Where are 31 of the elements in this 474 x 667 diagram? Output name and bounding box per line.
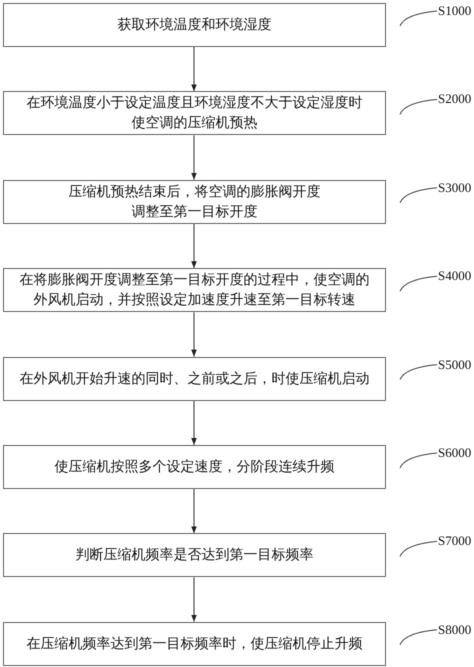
step-number: S2000 <box>438 91 472 108</box>
arrow <box>191 488 197 534</box>
process-box <box>3 356 386 401</box>
arrow <box>191 576 197 622</box>
arrow <box>191 223 197 269</box>
step-text: 判断压缩机频率是否达到第一目标频率 <box>76 546 314 566</box>
arrow <box>191 134 197 180</box>
step-text: 在压缩机频率达到第一目标频率时，使压缩机停止升频 <box>26 634 362 654</box>
arrow <box>191 312 197 358</box>
step-text: 使压缩机按照多个设定速度，分阶段连续升频 <box>54 458 334 477</box>
step-number: S7000 <box>438 533 472 550</box>
step-number: S5000 <box>438 356 472 373</box>
arrow <box>191 46 197 92</box>
step-number: S1000 <box>438 3 472 19</box>
process-box <box>3 3 386 47</box>
step-text: 压缩机预热结束后，将空调的膨胀阀开度调整至第一目标开度 <box>68 182 320 222</box>
step-number: S4000 <box>438 268 472 284</box>
step-text: 在将膨胀阀开度调整至第一目标开度的过程中，使空调的外风机启动，并按照设定加速度升速至第一目标转速 <box>20 271 370 310</box>
step-number: S6000 <box>438 445 472 461</box>
process-box <box>3 180 386 224</box>
process-box <box>3 445 386 489</box>
step-number: S8000 <box>438 622 472 638</box>
step-text: 在外风机开始升速的同时、之前或之后，时使压缩机启动 <box>20 370 370 389</box>
process-box <box>3 622 386 666</box>
process-box <box>3 91 386 136</box>
step-text: 在环境温度小于设定温度且环境湿度不大于设定湿度时使空调的压缩机预热 <box>26 94 362 134</box>
step-text: 获取环境温度和环境湿度 <box>118 16 272 35</box>
process-box <box>3 268 386 312</box>
arrow <box>191 400 197 446</box>
step-number: S3000 <box>438 180 472 196</box>
process-box <box>3 533 386 578</box>
